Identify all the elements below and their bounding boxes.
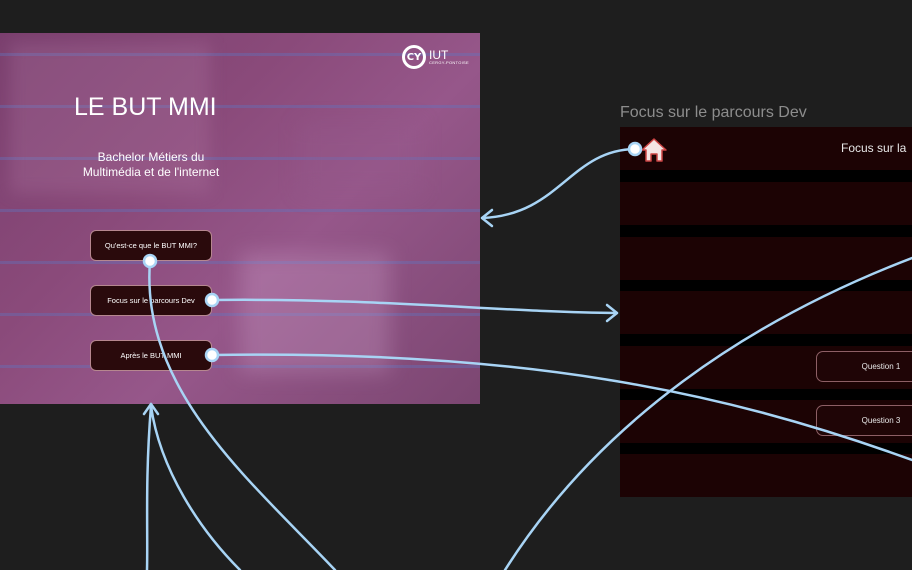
header-title: Focus sur la — [841, 141, 907, 155]
subtitle-line-1: Bachelor Métiers du — [97, 150, 205, 164]
content-band — [620, 182, 912, 225]
question-3-button[interactable]: Question 3 — [816, 405, 912, 436]
connection-handle[interactable] — [204, 347, 220, 363]
background-photo-shadow — [300, 123, 420, 193]
background-photo-highlight — [240, 253, 390, 373]
subtitle-line-2: Multimédia et de l'internet — [82, 165, 220, 179]
home-icon[interactable] — [640, 137, 668, 163]
page-subtitle: Bachelor Métiers du Multimédia et de l'i… — [60, 150, 242, 180]
connection-handle[interactable] — [204, 292, 220, 308]
focus-dev-connector — [210, 298, 619, 315]
arrowhead — [480, 208, 494, 228]
frame-title-focus-dev[interactable]: Focus sur le parcours Dev — [620, 104, 807, 121]
what-is-connector — [148, 259, 337, 570]
content-band — [620, 454, 912, 497]
connection-handle[interactable] — [142, 253, 158, 269]
arrowhead — [142, 402, 160, 416]
question-1-button[interactable]: Question 1 — [816, 351, 912, 382]
frame-focus-dev[interactable]: Focus sur la Question 1 Question 3 — [620, 127, 912, 497]
arrowhead — [605, 303, 619, 323]
incoming-connector-3 — [503, 256, 912, 570]
incoming-connector-1 — [145, 404, 153, 570]
content-band — [620, 237, 912, 280]
page-title: LE BUT MMI — [74, 93, 217, 121]
logo-sub-text: CERGY-PONTOISE — [429, 60, 469, 65]
after-but-mmi-button[interactable]: Après le BUT MMI — [90, 340, 212, 371]
home-to-left-frame-connector — [480, 147, 637, 220]
frame-le-but-mmi[interactable]: CY IUT CERGY-PONTOISE LE BUT MMI Bachelo… — [0, 33, 480, 404]
cy-logo-icon: CY — [402, 45, 426, 69]
logo-main-text: IUT — [429, 48, 449, 62]
header-band — [620, 127, 912, 170]
iut-logo: CY IUT CERGY-PONTOISE — [402, 45, 469, 69]
background-photo — [10, 43, 210, 193]
after-but-connector — [210, 353, 912, 462]
connection-handle[interactable] — [627, 141, 643, 157]
incoming-connector-2 — [149, 404, 242, 570]
